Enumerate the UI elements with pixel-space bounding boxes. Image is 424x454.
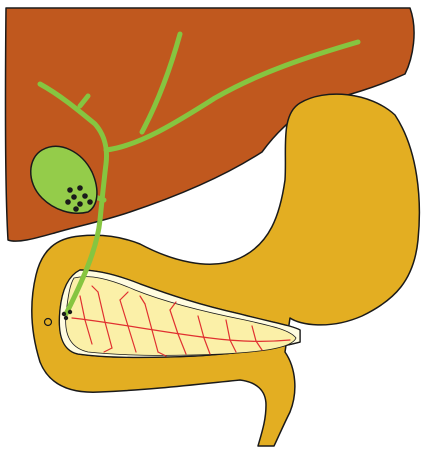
biliary-anatomy-illustration xyxy=(0,0,424,454)
anatomy-svg xyxy=(0,0,424,454)
